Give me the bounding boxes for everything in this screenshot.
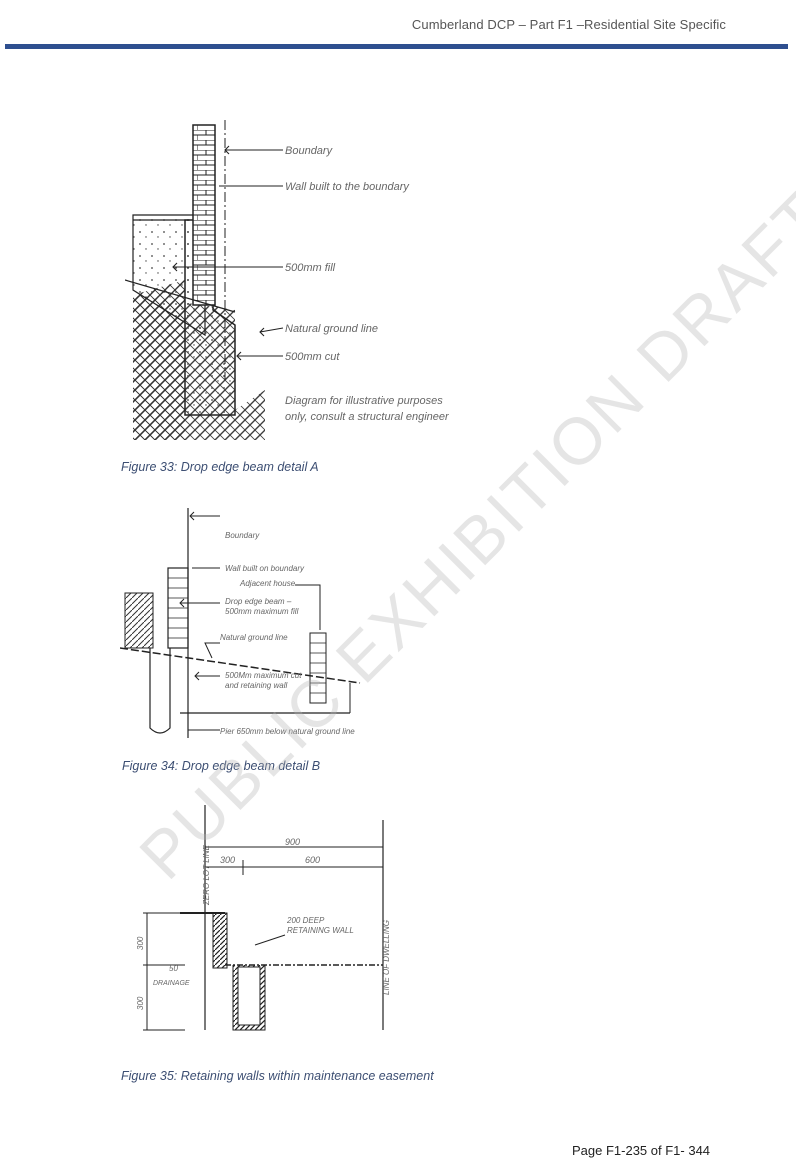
fig35-label-drainage: DRAINAGE	[153, 980, 190, 987]
fig34-label-beam-line1: Drop edge beam –	[225, 597, 292, 606]
figure-33-caption: Figure 33: Drop edge beam detail A	[121, 460, 319, 474]
fig33-label-cut: 500mm cut	[285, 351, 340, 363]
fig34-label-wall: Wall built on boundary	[225, 564, 305, 573]
header-rule	[5, 44, 788, 49]
fig34-label-boundary: Boundary	[225, 531, 260, 540]
fig35-label-dwelling: LINE OF DWELLING	[382, 920, 391, 995]
figure-33-diagram: Boundary Wall built to the boundary 500m…	[125, 120, 450, 440]
fig34-label-adjacent: Adjacent house	[239, 579, 296, 588]
fig33-label-wall: Wall built to the boundary	[285, 181, 410, 193]
fig33-note-line2: only, consult a structural engineer	[285, 411, 450, 423]
fig35-label-dim-v1: 300	[136, 936, 145, 950]
fig35-label-wall-line1: 200 DEEP	[286, 916, 325, 925]
fig33-label-fill: 500mm fill	[285, 262, 336, 274]
fig35-label-top-dim: 900	[285, 837, 300, 847]
header-title: Cumberland DCP – Part F1 –Residential Si…	[411, 17, 726, 32]
figure-35-caption: Figure 35: Retaining walls within mainte…	[121, 1069, 434, 1083]
fig35-label-dim-v2: 50	[169, 964, 178, 973]
fig33-label-ground: Natural ground line	[285, 323, 378, 335]
fig34-label-ground: Natural ground line	[220, 633, 288, 642]
fig34-label-cut-line1: 500Mm maximum cut	[225, 671, 302, 680]
fig35-label-wall-line2: RETAINING WALL	[287, 926, 354, 935]
fig35-label-zero-lot: ZERO LOT LINE	[202, 844, 211, 906]
fig34-label-beam-line2: 500mm maximum fill	[225, 607, 299, 616]
page-number: Page F1-235 of F1- 344	[572, 1143, 711, 1158]
fig34-label-cut-line2: and retaining wall	[225, 681, 287, 690]
fig35-label-dim-v3: 300	[136, 996, 145, 1010]
fig34-label-pier: Pier 650mm below natural ground line	[220, 727, 355, 736]
figure-34-diagram: Boundary Wall built on boundary Adjacent…	[120, 508, 361, 738]
figure-35-diagram: 900 300 600 ZERO LOT LINE 200 DEEP RETAI…	[136, 805, 391, 1031]
fig35-label-dim-right: 600	[305, 855, 320, 865]
fig35-label-dim-left: 300	[220, 855, 235, 865]
figure-34-caption: Figure 34: Drop edge beam detail B	[122, 759, 321, 773]
fig33-note-line1: Diagram for illustrative purposes	[285, 395, 443, 407]
fig33-label-boundary: Boundary	[285, 145, 334, 157]
